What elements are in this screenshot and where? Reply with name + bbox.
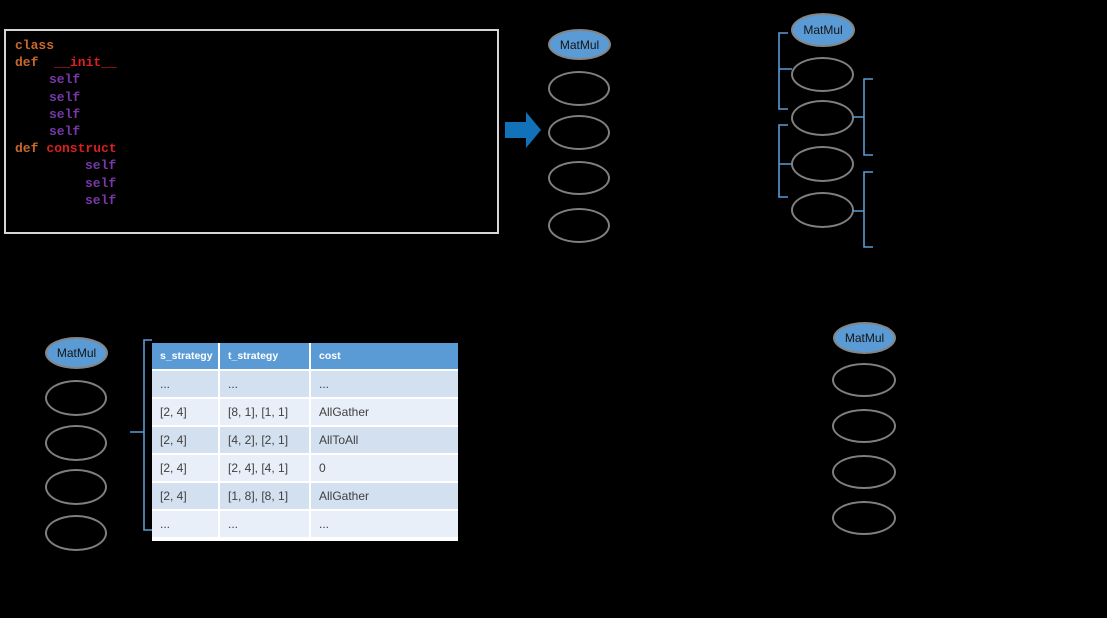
graph-node (45, 515, 107, 551)
table-cell: [2, 4] (152, 427, 218, 453)
matmul-label: MatMul (844, 331, 885, 345)
table-cell: ... (152, 371, 218, 397)
table-group-bracket (130, 339, 152, 531)
header-cell-cost: cost (311, 343, 458, 369)
table-cell: ... (220, 371, 309, 397)
self-keyword: self (49, 72, 81, 88)
matmul-label: MatMul (56, 346, 97, 360)
graph-node (45, 380, 107, 416)
table-cell: [2, 4] (152, 483, 218, 509)
self-keyword: self (49, 89, 81, 105)
matmul-root-bottom-left: MatMul (45, 337, 108, 369)
table-cell: [8, 1], [1, 1] (220, 399, 309, 425)
table-cell: [2, 4] (152, 399, 218, 425)
table-cell: [2, 4], [4, 1] (220, 455, 309, 481)
keyword-def: def (15, 55, 39, 71)
code-panel: class def __init__ self self self self de… (4, 29, 499, 234)
graph-node (791, 100, 854, 136)
graph-node (548, 115, 610, 150)
graph-node (791, 146, 854, 182)
strategy-cost-table: s_strategy t_strategy cost ... ... ... [… (152, 343, 458, 541)
graph-node (548, 71, 610, 106)
matmul-root-top-right: MatMul (791, 13, 855, 47)
table-cell: 0 (311, 455, 458, 481)
graph-node (832, 409, 896, 443)
keyword-class: class (15, 38, 55, 53)
group-bracket-right-1 (853, 78, 873, 156)
graph-node (791, 192, 854, 228)
table-cell: ... (311, 511, 458, 537)
function-name-init: __init__ (54, 55, 117, 71)
table-cell: AllToAll (311, 427, 458, 453)
table-cell: ... (152, 511, 218, 537)
self-keyword: self (85, 158, 117, 174)
code-line-self: self (15, 123, 497, 140)
matmul-root-bottom-right: MatMul (833, 322, 896, 354)
matmul-label: MatMul (559, 37, 600, 52)
right-arrow-icon (505, 112, 541, 148)
graph-node (791, 57, 854, 92)
table-cell: AllGather (311, 399, 458, 425)
header-cell-t-strategy: t_strategy (220, 343, 309, 369)
table-cell: [4, 2], [2, 1] (220, 427, 309, 453)
code-line-class: class (15, 37, 497, 54)
self-keyword: self (85, 192, 117, 208)
group-bracket-left-1 (778, 32, 792, 110)
code-line-self: self (15, 106, 497, 123)
code-line-construct: def construct (15, 140, 497, 157)
graph-node (832, 455, 896, 489)
group-bracket-left-2 (778, 124, 792, 198)
graph-node (45, 425, 107, 461)
code-line-self: self (15, 192, 497, 209)
graph-node (832, 501, 896, 535)
table-cell: ... (311, 371, 458, 397)
graph-node (548, 161, 610, 195)
table-cell: AllGather (311, 483, 458, 509)
code-line-init: def __init__ (15, 54, 497, 71)
table-cell: [1, 8], [8, 1] (220, 483, 309, 509)
code-line-self: self (15, 89, 497, 106)
self-keyword: self (49, 124, 81, 140)
group-bracket-right-2 (853, 171, 873, 248)
graph-node (45, 469, 107, 505)
keyword-def: def (15, 141, 39, 157)
self-keyword: self (85, 175, 117, 191)
code-line-self: self (15, 71, 497, 88)
self-keyword: self (49, 106, 81, 122)
graph-node (548, 208, 610, 243)
function-name-construct: construct (46, 141, 117, 157)
code-line-self: self (15, 175, 497, 192)
table-cell: [2, 4] (152, 455, 218, 481)
header-cell-s-strategy: s_strategy (152, 343, 218, 369)
matmul-root-top-center: MatMul (548, 29, 611, 60)
code-line-self: self (15, 157, 497, 174)
matmul-label: MatMul (803, 23, 843, 37)
graph-node (832, 363, 896, 397)
table-cell: ... (220, 511, 309, 537)
